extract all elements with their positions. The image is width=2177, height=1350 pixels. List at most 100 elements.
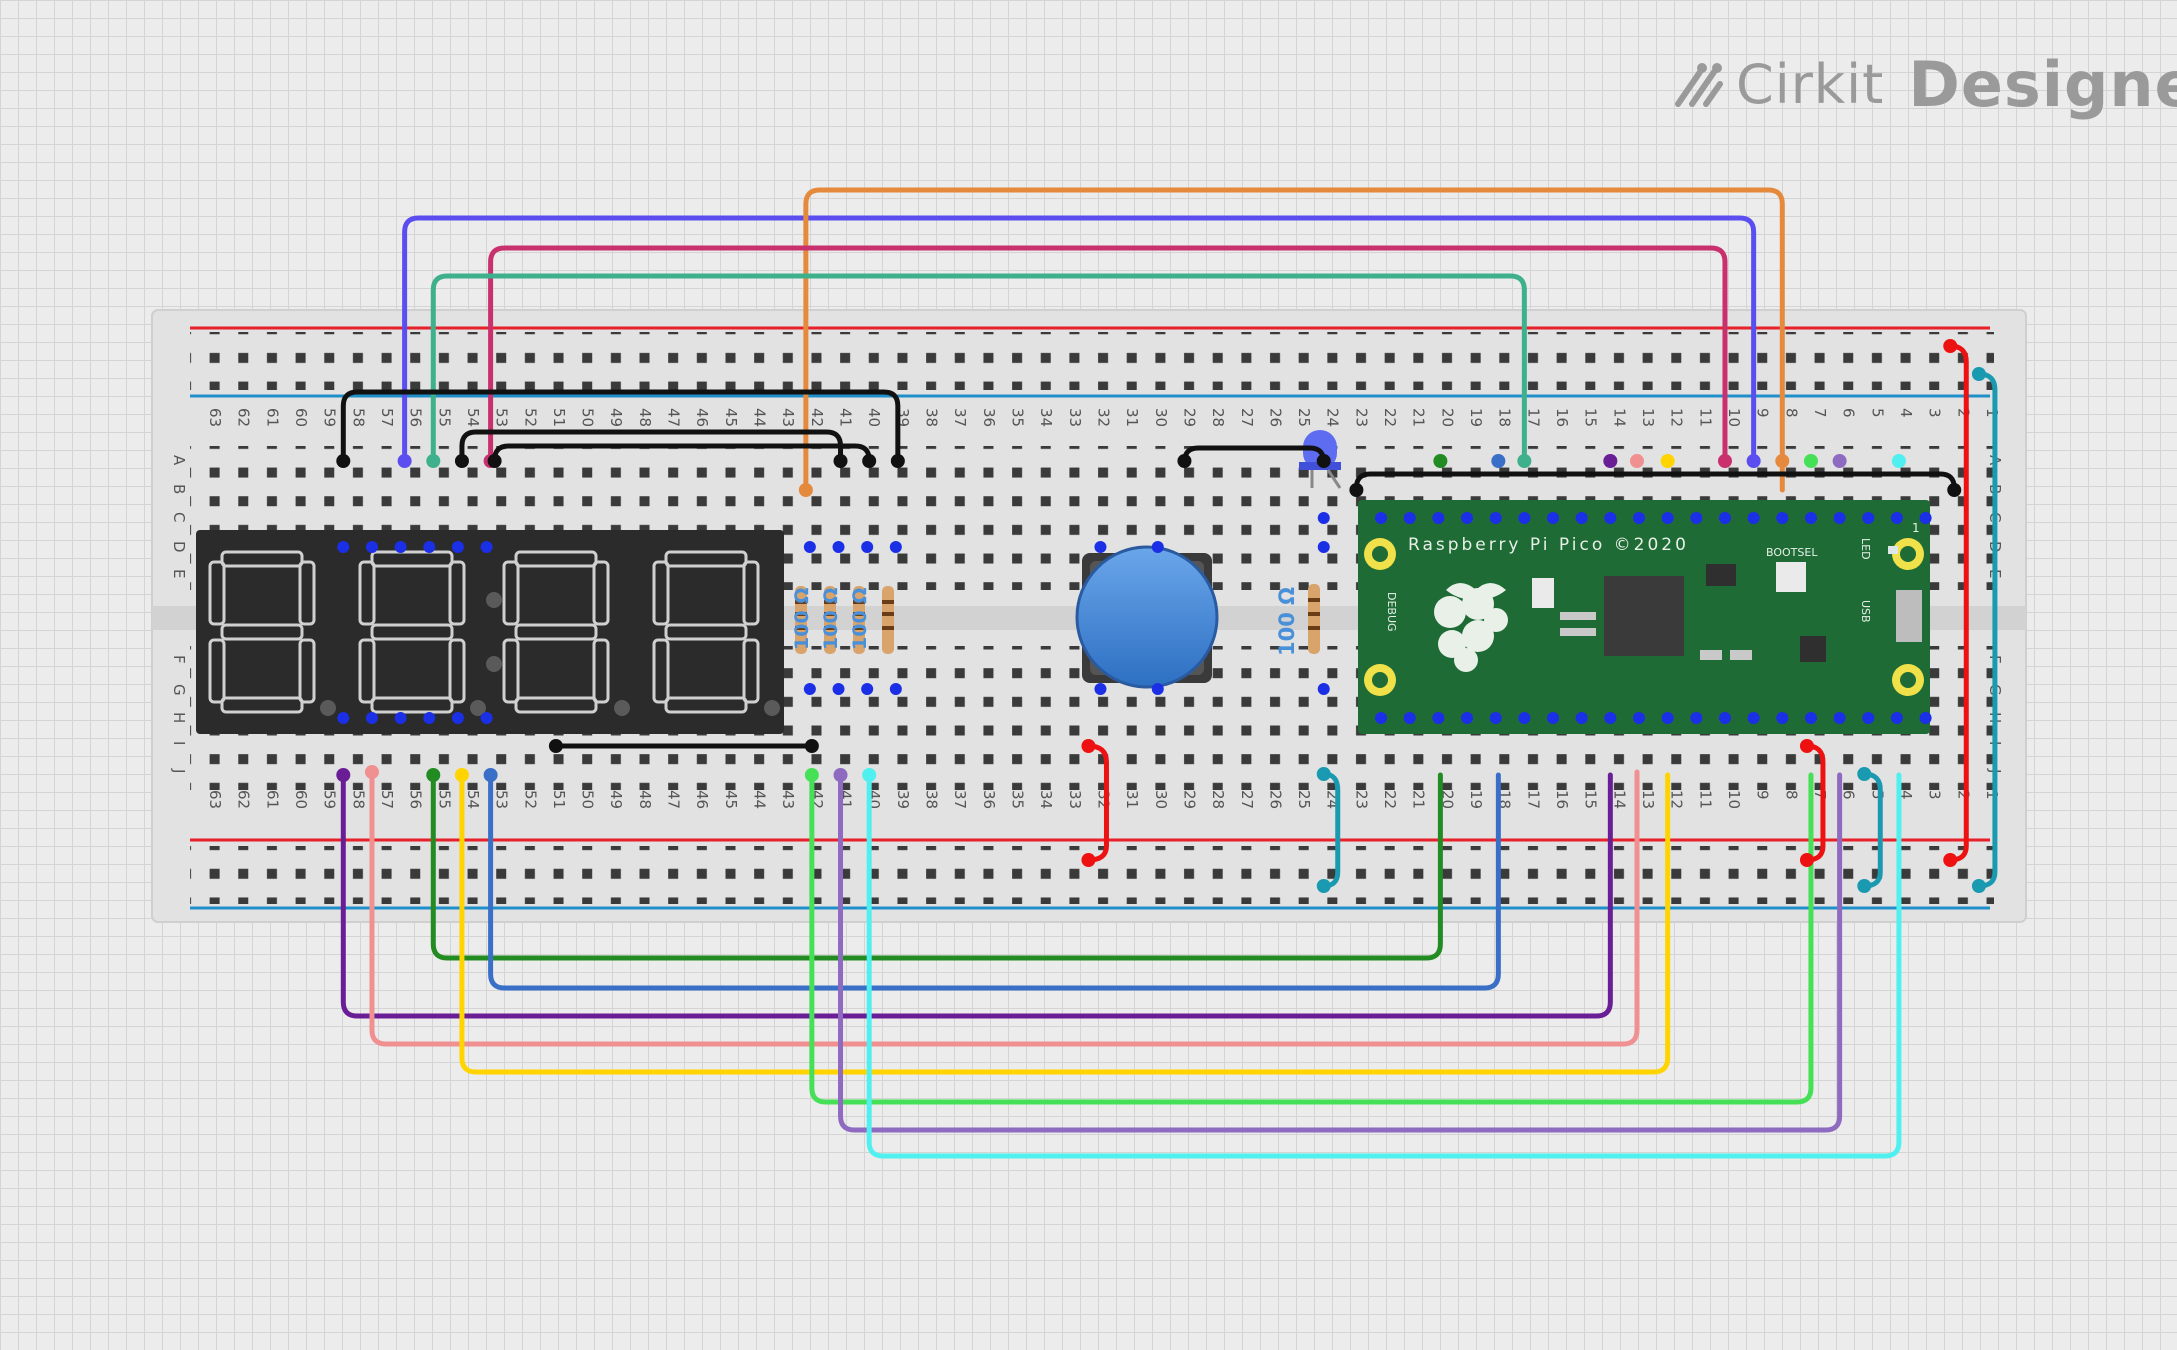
wire-endpoint[interactable] (1491, 454, 1506, 468)
wire-endpoint[interactable] (336, 768, 351, 782)
column-number: 9 (1754, 790, 1772, 800)
row-letter: C (170, 512, 188, 522)
wire-endpoint[interactable] (1943, 339, 1958, 353)
wire-endpoint[interactable] (1717, 454, 1732, 468)
resistor-body[interactable] (882, 586, 894, 654)
yellow-wire[interactable] (459, 772, 1671, 1075)
column-number: 26 (1266, 408, 1284, 427)
wire-endpoint[interactable] (426, 454, 441, 468)
cyan-wire[interactable] (866, 772, 1902, 1159)
magenta-wire[interactable] (488, 245, 1728, 464)
led-resistor[interactable]: 100 Ω (1275, 584, 1320, 656)
black-wire[interactable] (1353, 471, 1957, 493)
brand-product: Designer (1908, 47, 2177, 121)
wire-endpoint[interactable] (862, 454, 877, 468)
wire-endpoint[interactable] (1799, 739, 1814, 753)
push-button[interactable] (1075, 545, 1219, 689)
column-number: 3 (1926, 408, 1944, 418)
wire-endpoint[interactable] (336, 454, 351, 468)
wire-endpoint[interactable] (1316, 454, 1331, 468)
column-number: 9 (1754, 408, 1772, 418)
wire-endpoint[interactable] (1349, 483, 1364, 497)
column-number: 28 (1209, 790, 1227, 809)
wire-endpoint[interactable] (1630, 454, 1644, 468)
red-wire[interactable] (1947, 343, 1969, 863)
wire-endpoint[interactable] (833, 454, 848, 468)
teal-wire[interactable] (430, 273, 1527, 464)
wire-endpoint[interactable] (1081, 739, 1096, 753)
bootsel-button[interactable] (1776, 562, 1806, 592)
dark-green-wire[interactable] (430, 772, 1443, 961)
pin-pad (1375, 512, 1388, 524)
wire-endpoint[interactable] (426, 768, 441, 782)
red-wire[interactable] (1085, 743, 1109, 863)
blue-wire[interactable] (402, 215, 1757, 464)
wire-endpoint[interactable] (1803, 454, 1818, 468)
column-number: 38 (923, 408, 941, 427)
wire-endpoint[interactable] (1081, 853, 1096, 867)
wire-endpoint[interactable] (804, 768, 819, 782)
wire-endpoint[interactable] (454, 454, 469, 468)
wire-endpoint[interactable] (364, 765, 379, 779)
wire-endpoint[interactable] (1177, 454, 1192, 468)
wire-endpoint[interactable] (1517, 454, 1532, 468)
pin-pad (1375, 712, 1388, 724)
wire-endpoint[interactable] (798, 483, 813, 497)
rail-teal-wire[interactable] (1861, 771, 1883, 889)
wire-endpoint[interactable] (1603, 454, 1618, 468)
wire-endpoint[interactable] (804, 739, 819, 753)
wire-endpoint[interactable] (1947, 483, 1962, 497)
wire-endpoint[interactable] (1971, 367, 1986, 381)
black-wire[interactable] (459, 429, 844, 464)
wire-endpoint[interactable] (454, 768, 469, 782)
raspberry-pi-pico[interactable]: Raspberry Pi Pico ©2020 DEBUG BOOTSEL LE… (1358, 500, 1930, 734)
column-number: 5 (1868, 408, 1886, 418)
row-letter: F (170, 655, 188, 664)
seven-segment-display[interactable] (196, 530, 784, 734)
row-letter: H (170, 712, 188, 723)
wire-endpoint[interactable] (1891, 454, 1906, 468)
wire-endpoint[interactable] (1660, 454, 1675, 468)
pin-pad (1151, 541, 1164, 553)
wire-endpoint[interactable] (1316, 879, 1331, 893)
wire-endpoint[interactable] (890, 454, 905, 468)
pin-pad (1575, 512, 1588, 524)
lavender-wire[interactable] (838, 772, 1843, 1133)
rail-teal-wire[interactable] (1321, 771, 1341, 889)
light-green-wire[interactable] (809, 772, 1814, 1105)
wire-endpoint[interactable] (1433, 454, 1448, 468)
black-wire[interactable] (340, 389, 901, 464)
column-number: 33 (1066, 408, 1084, 427)
purple-wire[interactable] (340, 772, 1613, 1019)
orange-wire[interactable] (803, 187, 1785, 493)
wire-endpoint[interactable] (397, 454, 412, 468)
wire-endpoint[interactable] (1857, 767, 1872, 781)
wire-endpoint[interactable] (833, 768, 848, 782)
wire-endpoint[interactable] (862, 768, 877, 782)
wire-endpoint[interactable] (483, 768, 498, 782)
wire-endpoint[interactable] (548, 739, 563, 753)
pink-wire[interactable] (369, 769, 1640, 1047)
connection-pads (337, 512, 1932, 724)
wire-endpoint[interactable] (1799, 853, 1814, 867)
wire-endpoint[interactable] (1316, 767, 1331, 781)
column-number: 48 (636, 790, 654, 809)
segment (514, 696, 598, 714)
rail-teal-wire[interactable] (1976, 371, 1998, 889)
wire-endpoint[interactable] (1832, 454, 1847, 468)
wire-endpoint[interactable] (1971, 879, 1986, 893)
column-number: 36 (980, 790, 998, 809)
wire-endpoint[interactable] (1943, 853, 1958, 867)
wire-endpoint[interactable] (1775, 454, 1790, 468)
steel-blue-wire[interactable] (488, 772, 1501, 991)
pin-pad (1151, 683, 1164, 695)
segment (370, 696, 454, 714)
wire-endpoint[interactable] (1746, 454, 1761, 468)
wire-endpoint[interactable] (487, 454, 502, 468)
column-number: 52 (521, 408, 539, 427)
pin-pad (423, 712, 436, 724)
wire-endpoint[interactable] (1857, 879, 1872, 893)
row-letter: J (170, 768, 188, 773)
red-wire[interactable] (1804, 743, 1826, 863)
button-cap[interactable] (1075, 545, 1219, 689)
